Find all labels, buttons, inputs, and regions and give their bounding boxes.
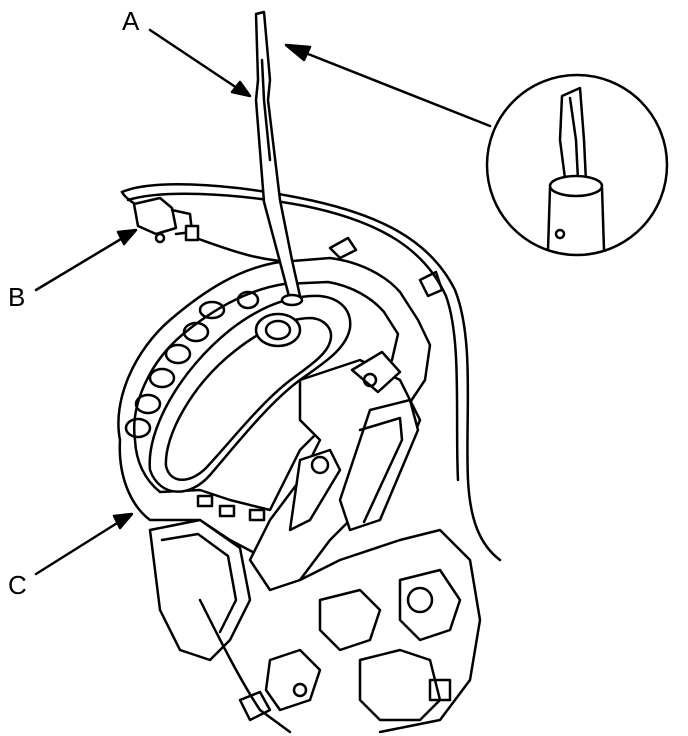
shift-indicator-bezel [117,236,444,562]
shift-lock-connector [132,196,200,244]
callout-leader-a [148,28,252,98]
detail-magnifier [485,73,669,257]
detail-leader-arrow [284,43,492,128]
console-trim-panel [120,183,502,562]
shifter-mechanism [148,350,482,734]
callout-leader-b [34,228,138,292]
callout-leader-c [34,512,134,576]
callout-label-a: A [122,6,140,36]
callout-label-c: C [8,570,27,600]
callout-label-b: B [8,282,26,312]
release-tool [254,10,304,348]
